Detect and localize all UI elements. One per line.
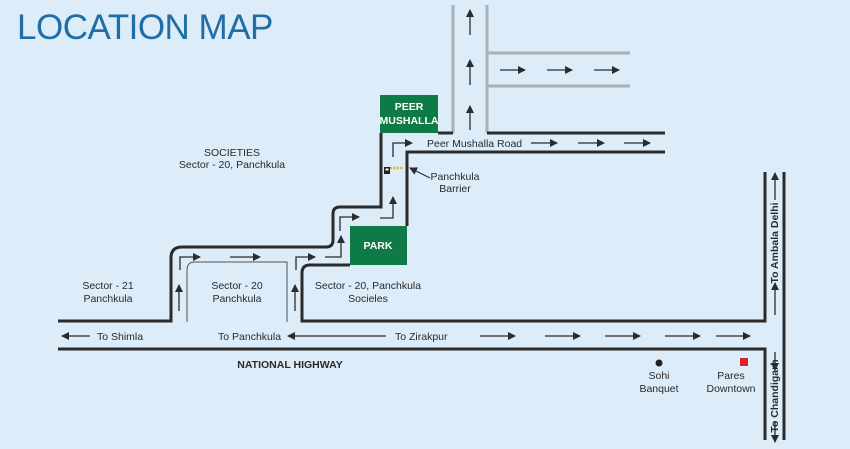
sector21-label-1: Sector - 21 <box>82 280 134 292</box>
to-ambala-delhi-label: To Ambala Delhi <box>769 202 781 283</box>
svg-text:MUSHALLA: MUSHALLA <box>380 115 439 127</box>
gray-roads <box>451 5 630 133</box>
to-chandigarh-label: To Chandigarh <box>769 359 781 432</box>
sohi-banquet-label-2: Banquet <box>639 383 678 395</box>
barrier-pointer <box>409 167 431 179</box>
peer-mushalla-road-label: Peer Mushalla Road <box>427 138 522 150</box>
roads <box>58 131 786 440</box>
park-landmark: PARK <box>350 226 407 265</box>
sector20-label-2: Panchkula <box>212 293 261 305</box>
societies-label-1: SOCIETIES <box>204 147 260 159</box>
map-title: LOCATION MAP <box>17 8 273 47</box>
to-zirakpur-label: To Zirakpur <box>395 331 448 343</box>
to-shimla-label: To Shimla <box>97 331 143 343</box>
sector20-societies-label-2: Socieles <box>348 293 388 305</box>
pares-downtown-marker <box>740 358 748 366</box>
barrier-label-1: Panchkula <box>430 171 479 183</box>
sector20-label-1: Sector - 20 <box>211 280 263 292</box>
svg-text:PARK: PARK <box>364 240 393 252</box>
sector20-societies-label-1: Sector - 20, Panchkula <box>315 280 421 292</box>
sohi-banquet-marker <box>655 359 663 367</box>
to-panchkula-label: To Panchkula <box>218 331 281 343</box>
direction-arrows <box>61 9 779 443</box>
peer-mushalla-landmark: PEER MUSHALLA <box>380 95 439 133</box>
societies-label-2: Sector - 20, Panchkula <box>179 159 285 171</box>
pares-downtown-label-1: Pares <box>717 370 744 382</box>
svg-text:PEER: PEER <box>395 101 424 113</box>
sohi-banquet-label-1: Sohi <box>648 370 669 382</box>
national-highway-label: NATIONAL HIGHWAY <box>237 359 342 371</box>
barrier-label-2: Barrier <box>439 183 471 195</box>
pares-downtown-label-2: Downtown <box>706 383 755 395</box>
barrier-icon <box>384 166 403 174</box>
sector21-label-2: Panchkula <box>83 293 132 305</box>
